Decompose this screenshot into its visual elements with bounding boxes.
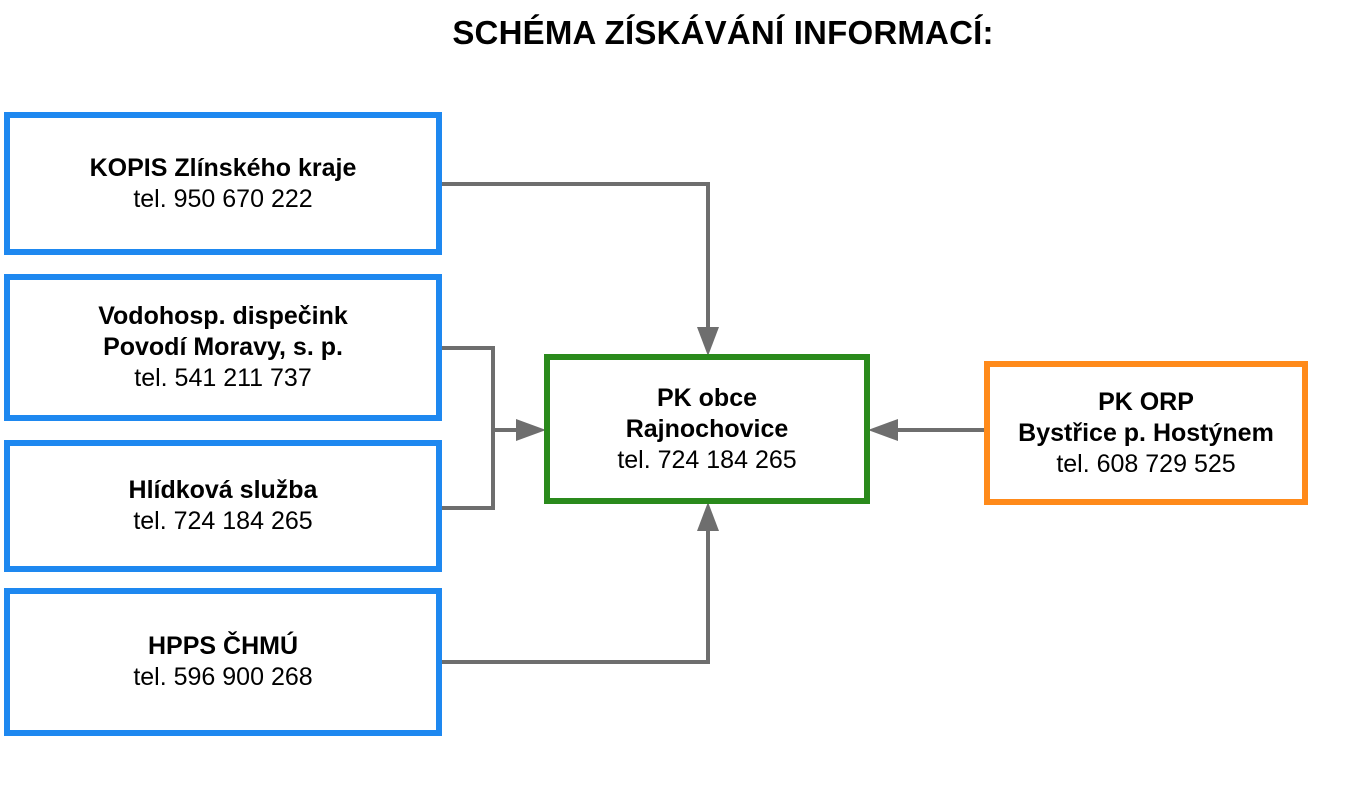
arrowhead-left — [868, 419, 898, 441]
source-phone: tel. 724 184 265 — [133, 507, 313, 535]
arrowhead-right — [516, 419, 546, 441]
orp-box: PK ORP Bystřice p. Hostýnem tel. 608 729… — [984, 361, 1308, 505]
center-box-pk-obce: PK obce Rajnochovice tel. 724 184 265 — [544, 354, 870, 504]
source-phone: tel. 541 211 737 — [134, 364, 312, 392]
source-name: Hlídková služba — [128, 476, 318, 504]
orp-line1: PK ORP — [1098, 387, 1194, 416]
source-box-kopis: KOPIS Zlínského kraje tel. 950 670 222 — [4, 112, 442, 255]
center-line2: Rajnochovice — [625, 414, 789, 443]
arrowhead-down — [697, 327, 719, 356]
source-name-line2: Povodí Moravy, s. p. — [103, 333, 343, 361]
source-box-hpps-chmu: HPPS ČHMÚ tel. 596 900 268 — [4, 588, 442, 736]
source-phone: tel. 950 670 222 — [133, 184, 313, 213]
source-box-hlidkova-sluzba: Hlídková služba tel. 724 184 265 — [4, 440, 442, 572]
orp-phone: tel. 608 729 525 — [1056, 449, 1236, 478]
diagram-title: SCHÉMA ZÍSKÁVÁNÍ INFORMACÍ: — [452, 14, 994, 51]
connector-hlidkova-to-merge — [440, 430, 495, 510]
connector-hpps-to-center — [440, 530, 710, 664]
center-line1: PK obce — [656, 383, 758, 412]
source-name-line1: Vodohosp. dispečink — [98, 302, 348, 330]
center-phone: tel. 724 184 265 — [617, 445, 797, 474]
source-name: KOPIS Zlínského kraje — [89, 153, 357, 182]
source-box-vodohosp: Vodohosp. dispečink Povodí Moravy, s. p.… — [4, 274, 442, 421]
connector-kopis-to-center — [440, 182, 710, 330]
source-name: HPPS ČHMÚ — [147, 632, 298, 660]
connector-vodohosp-to-merge — [440, 346, 495, 430]
arrowhead-up — [697, 502, 719, 531]
orp-line2: Bystřice p. Hostýnem — [1018, 418, 1274, 447]
source-phone: tel. 596 900 268 — [133, 663, 313, 691]
